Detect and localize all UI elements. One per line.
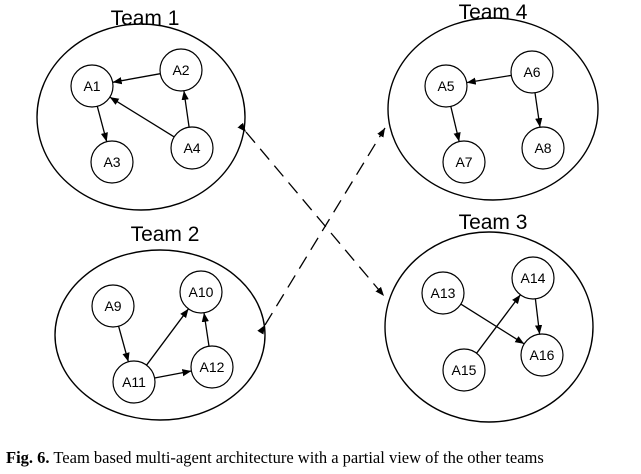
edge-a1-a3 — [96, 106, 108, 142]
agent-label: A7 — [455, 154, 472, 170]
edge-a5-a7 — [450, 106, 461, 142]
figure-caption: Fig. 6. Team based multi-agent architect… — [6, 448, 638, 468]
agent-label: A11 — [122, 374, 146, 390]
agent-label: A5 — [437, 78, 454, 94]
edge-a6-a8 — [534, 92, 543, 128]
agent-node-a3: A3 — [90, 140, 134, 184]
edge-a6-a5 — [466, 74, 512, 85]
agent-label: A3 — [103, 154, 120, 170]
agent-node-a6: A6 — [510, 50, 554, 94]
team-4-title: Team 4 — [459, 1, 528, 24]
agent-node-a8: A8 — [521, 126, 565, 170]
agent-node-a4: A4 — [170, 126, 214, 170]
agent-label: A1 — [83, 78, 100, 94]
edge-a9-a11 — [117, 326, 130, 362]
edge-a14-a16 — [534, 298, 543, 335]
agent-node-a2: A2 — [159, 48, 203, 92]
edge-a4-a1 — [109, 96, 175, 138]
edge-a2-a1 — [112, 73, 161, 85]
agent-label: A6 — [523, 64, 540, 80]
agent-node-a9: A9 — [91, 284, 135, 328]
team-1-title: Team 1 — [111, 7, 180, 30]
agent-label: A4 — [183, 140, 200, 156]
agent-node-a12: A12 — [190, 345, 234, 389]
agent-node-a5: A5 — [424, 64, 468, 108]
edge-a11-a12 — [154, 369, 192, 379]
team-2-title: Team 2 — [131, 223, 200, 246]
team-2-team-4-link — [257, 127, 386, 335]
agent-node-a15: A15 — [442, 348, 486, 392]
agent-label: A15 — [452, 362, 477, 378]
team-3-title: Team 3 — [459, 211, 528, 234]
agent-node-a1: A1 — [70, 64, 114, 108]
agent-node-a16: A16 — [520, 333, 564, 377]
agent-label: A8 — [534, 140, 551, 156]
team-4-ellipse — [387, 17, 599, 201]
edge-a11-a10 — [145, 308, 190, 366]
agent-label: A10 — [189, 284, 214, 300]
agent-label: A16 — [530, 347, 555, 363]
figure-label: Fig. 6. — [6, 448, 50, 467]
team-architecture-diagram: Team 1 Team 4 Team 2 Team 3 A1 A2 A3 A4 … — [36, 1, 599, 423]
agent-node-a10: A10 — [179, 270, 223, 314]
edge-a4-a2 — [181, 90, 190, 128]
agent-node-a13: A13 — [421, 271, 465, 315]
team-1-team-3-link — [237, 122, 385, 297]
team-links — [237, 122, 386, 335]
edge-a12-a10 — [201, 312, 210, 347]
agent-label: A12 — [200, 359, 225, 375]
agent-node-a14: A14 — [511, 256, 555, 300]
agent-label: A14 — [521, 270, 546, 286]
agent-node-a7: A7 — [442, 140, 486, 184]
figure-caption-text: Team based multi-agent architecture with… — [49, 448, 544, 467]
edge-a13-a16 — [460, 303, 525, 345]
team-2-ellipse — [54, 249, 266, 421]
agent-label: A2 — [172, 62, 189, 78]
agent-label: A9 — [104, 298, 121, 314]
edge-a15-a14 — [476, 294, 521, 354]
agent-node-a11: A11 — [112, 360, 156, 404]
team-3-ellipse — [384, 231, 594, 423]
agent-edges — [96, 73, 543, 379]
agent-label: A13 — [431, 285, 456, 301]
